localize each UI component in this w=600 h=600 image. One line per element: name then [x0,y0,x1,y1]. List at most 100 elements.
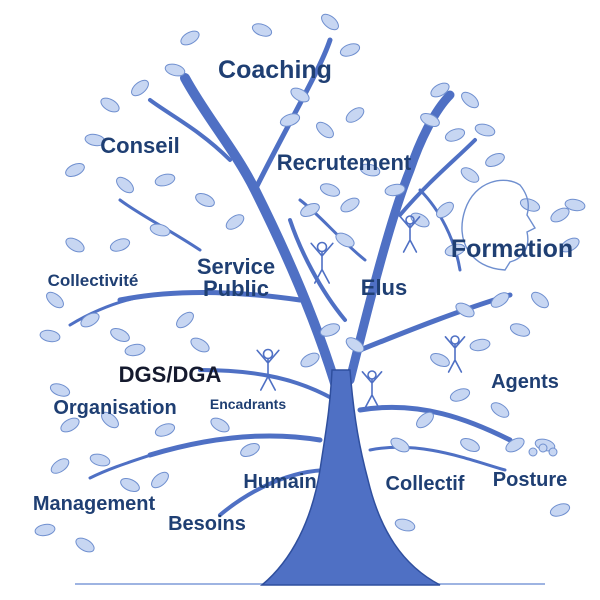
leaf-icon [490,402,510,418]
leaf-icon [430,82,450,98]
leaf-icon [455,302,475,318]
word-management: Management [32,493,156,515]
leaf-icon [460,167,480,183]
group-person-head [528,447,538,457]
branch [88,450,162,480]
leaf-icon [505,437,525,453]
head-profile-icon [461,179,536,271]
word-elus: Elus [360,275,408,300]
leaf-icon [461,91,479,109]
leaf-icon [225,214,245,230]
word-collectivite: Collectivité [47,271,139,290]
leaf-icon [444,128,466,142]
leaf-icon [65,162,85,178]
branch [298,198,367,262]
leaf-icon [410,212,430,228]
leaf-icon [180,30,200,46]
leaf-icon [154,423,176,437]
leaf-icon [100,97,120,113]
word-dgs-dga: DGS/DGA [118,362,222,387]
leaf-icon [345,337,365,353]
person-head [367,370,377,380]
branch [288,218,347,322]
leaf-icon [321,13,339,31]
leaf-icon [384,183,406,197]
word-collectif: Collectif [385,473,465,495]
leaf-icon [164,63,186,77]
tree-leaves [34,13,586,553]
person-figure-icon [399,215,421,253]
trunk-shape [259,369,441,586]
leaf-icon [109,238,131,252]
tree-trunk [259,369,441,586]
leaf-icon [195,192,215,208]
leaf-icon [420,112,440,128]
person-head [262,348,274,360]
branch [118,198,202,252]
leaf-icon [460,437,480,453]
leaf-icon [490,292,510,308]
word-formation: Formation [450,235,574,263]
leaf-icon [84,133,106,147]
leaf-icon [469,338,491,352]
leaf-icon [176,311,194,329]
word-service-public: Service Public [197,255,275,302]
word-coaching: Coaching [218,56,332,84]
leaf-icon [46,291,64,309]
leaf-icon [335,232,355,248]
leaf-icon [151,471,169,489]
leaf-icon [279,113,301,127]
branch [218,468,332,517]
leaf-icon [416,411,434,429]
leaf-icon [65,237,85,253]
branch [148,98,232,162]
branch [68,293,152,327]
leaf-icon [290,87,310,103]
leaf-icon [300,352,320,368]
person-figure-icon [256,348,280,391]
leaf-icon [149,223,171,237]
word-public: Public [202,276,270,302]
leaf-icon [190,337,210,353]
leaf-icon [430,352,450,368]
people-figures [256,179,558,457]
leaf-icon [120,477,140,493]
leaf-icon [485,152,505,168]
branch [345,90,455,385]
leaf-icon [345,107,365,123]
branch [198,368,337,402]
leaf-icon [436,201,454,219]
person-body [361,371,383,408]
leaf-icon [394,518,416,532]
person-body [310,242,334,284]
branch [357,404,513,443]
leaf-icon [319,183,341,197]
leaf-icon [34,523,56,537]
leaf-icon [210,417,230,433]
leaf-icon [240,442,260,458]
leaf-icon [340,197,360,213]
leaf-icon [449,388,471,402]
leaf-icon [519,198,541,212]
leaf-icon [560,237,580,253]
leaf-icon [550,207,570,223]
leaf-icon [60,417,80,433]
branch [180,73,345,405]
word-besoins: Besoins [168,513,246,535]
word-posture: Posture [492,469,568,491]
word-agents: Agents [491,371,559,393]
word-recrutement: Recrutement [276,150,412,175]
word-organisation: Organisation [53,397,177,419]
leaf-icon [251,23,273,37]
word-humain: Humain [243,471,317,493]
leaf-icon [124,343,146,357]
leaf-icon [359,163,381,177]
leaf-icon [531,291,549,309]
leaf-icon [300,202,320,218]
leaf-icon [154,173,176,187]
leaf-icon [75,537,95,553]
word-encadrants: Encadrants [209,396,287,412]
word-conseil: Conseil [100,133,180,158]
